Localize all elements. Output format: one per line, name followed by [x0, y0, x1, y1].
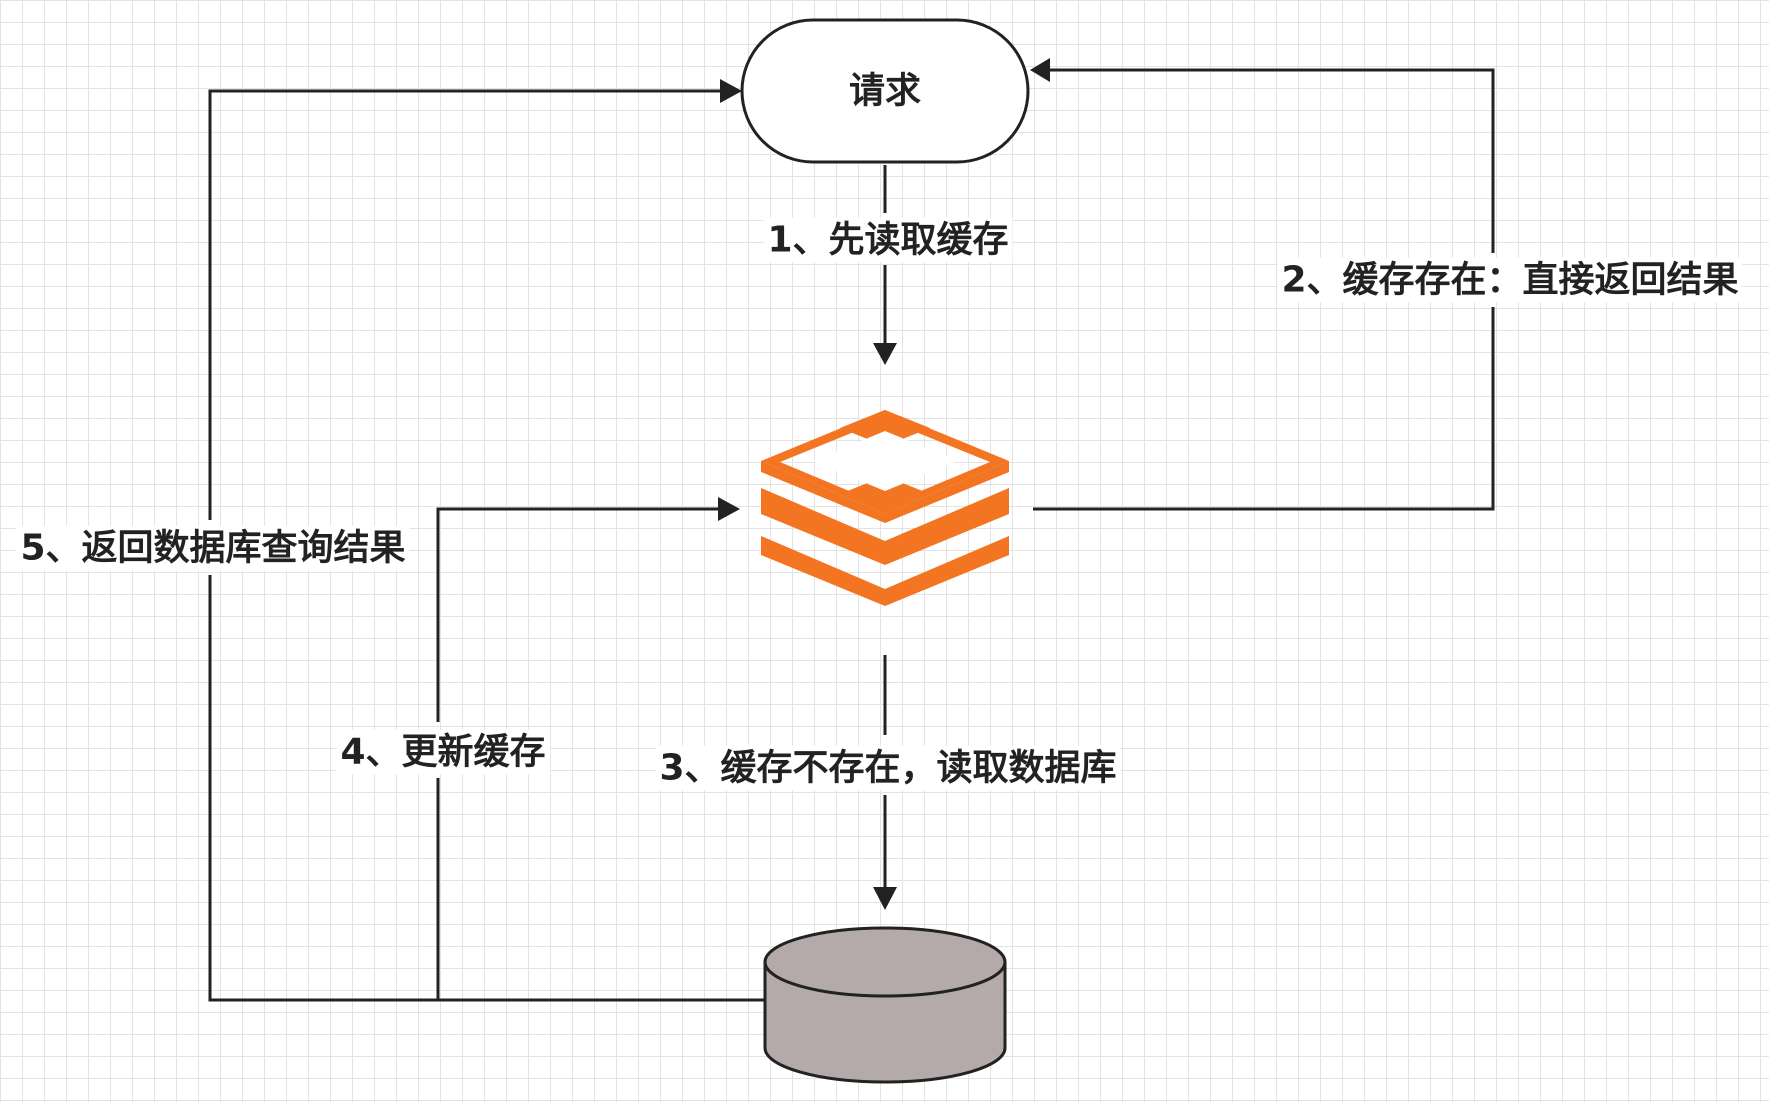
edge-return-result-label: 5、返回数据库查询结果: [20, 528, 405, 569]
edge-update-cache-line-upper: [436, 507, 720, 722]
edge-update-cache-arrowhead: [718, 497, 740, 521]
edge-return-result-line-upper: [208, 89, 722, 520]
edge-return-result: 5、返回数据库查询结果: [16, 79, 742, 1002]
edge-read-cache-arrowhead: [873, 343, 897, 365]
database-node[interactable]: [763, 926, 1007, 1084]
redis-layer-bottom: [761, 536, 1009, 606]
redis-top-bracket-front: [840, 476, 930, 514]
edge-cache-hit-label: 2、缓存存在：直接返回结果: [1281, 260, 1738, 301]
edge-update-cache-line-lower: [436, 778, 765, 1002]
database-top: [763, 926, 1007, 998]
edge-return-result-arrowhead: [720, 79, 742, 103]
redis-layer-middle: [761, 488, 1009, 565]
label-background: [1277, 257, 1743, 303]
label-background: [16, 525, 410, 571]
edge-read-cache: 1、先读取缓存: [763, 165, 1013, 365]
edge-read-database-label: 3、缓存不存在，读取数据库: [659, 748, 1116, 789]
edge-cache-hit-arrowhead: [1030, 58, 1050, 82]
edge-read-database-arrowhead: [873, 887, 897, 910]
label-background: [655, 745, 1121, 791]
edge-update-cache-label: 4、更新缓存: [340, 732, 545, 773]
request-node[interactable]: 请求: [740, 18, 1030, 164]
edge-read-database: 3、缓存不存在，读取数据库: [655, 655, 1121, 910]
label-background: [763, 217, 1013, 263]
edge-update-cache: 4、更新缓存: [336, 497, 765, 1002]
redis-top-bracket-back: [840, 410, 930, 446]
redis-layer-top-side: [761, 461, 1009, 523]
edge-read-cache-label: 1、先读取缓存: [767, 220, 1008, 261]
label-background: [336, 729, 550, 775]
redis-top-core: [862, 441, 908, 481]
request-node-label: 请求: [849, 71, 921, 112]
redis-cache-icon: [761, 410, 1009, 606]
edge-cache-hit-line-upper: [1048, 68, 1495, 253]
edge-return-result-line-lower: [208, 575, 438, 1002]
edge-cache-hit-line-lower: [1033, 307, 1495, 511]
edge-cache-hit: 2、缓存存在：直接返回结果: [1030, 58, 1743, 511]
